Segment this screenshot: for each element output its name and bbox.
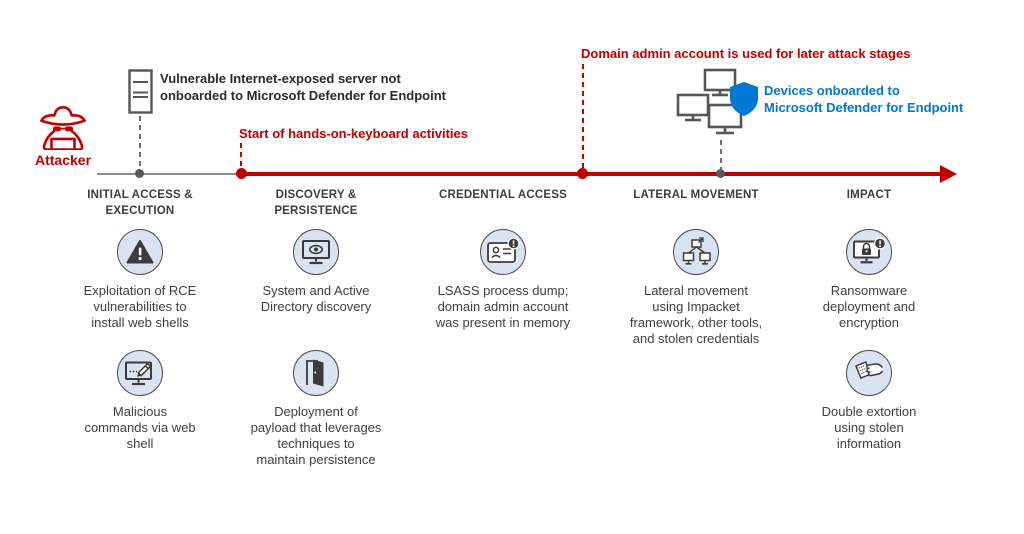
monitor-pencil-icon [117,350,163,396]
stage-item-text: Malicious commands via web shell [84,404,196,451]
stage-label: DISCOVERY & PERSISTENCE [274,189,358,217]
monitor-eye-icon [293,229,339,275]
network-devices-icon [673,229,719,275]
devices-dashed-line [720,140,722,169]
timeline-dot-discovery [236,168,247,179]
stage-impact: IMPACT Ransomware deployment and encrypt… [774,188,964,452]
stage-label: CREDENTIAL ACCESS [439,189,567,201]
stage-label: INITIAL ACCESS & EXECUTION [87,189,193,217]
server-dashed-line [139,116,141,169]
timeline-gray-segment [97,173,241,175]
timeline-arrowhead [940,165,957,183]
timeline-dot-lateral [716,169,725,178]
timeline-red-segment [241,172,941,176]
stage-item-text: Double extortion using stolen informatio… [821,404,917,451]
open-door-icon [293,350,339,396]
stage-label: IMPACT [846,189,892,201]
devices-onboarded-note: Devices onboarded to Microsoft Defender … [764,83,964,115]
stage-item-text: LSASS process dump; domain admin account… [435,283,571,330]
server-icon [128,69,153,114]
domain-admin-note: Domain admin account is used for later a… [581,46,911,61]
domain-admin-dashed-line [582,64,584,168]
hands-on-dashed-line [240,143,242,169]
timeline-dot-domain-admin [577,168,588,179]
stage-credential-access: CREDENTIAL ACCESS LSASS process dump; do… [408,188,598,331]
stage-item-text: Exploitation of RCE vulnerabilities to i… [83,283,197,330]
stage-label: LATERAL MOVEMENT [633,189,759,201]
timeline-dot-initial [135,169,144,178]
stage-discovery: DISCOVERY & PERSISTENCE System and Activ… [221,188,411,468]
server-note: Vulnerable Internet-exposed server not o… [160,71,446,103]
stage-item-text: Lateral movement using Impacket framewor… [629,283,763,346]
defender-devices-icon [676,68,758,135]
stage-item-text: Deployment of payload that leverages tec… [250,404,382,467]
hand-document-icon [846,350,892,396]
attacker-icon [40,105,86,150]
warning-triangle-icon [117,229,163,275]
stage-item-text: Ransomware deployment and encryption [822,283,916,330]
stage-lateral-movement: LATERAL MOVEMENT Lateral movement using … [601,188,791,347]
stage-item-text: System and Active Directory discovery [260,283,372,314]
hands-on-keyboard-note: Start of hands-on-keyboard activities [239,126,468,141]
stage-initial-access: INITIAL ACCESS & EXECUTION Exploitation … [45,188,235,452]
attacker-label: Attacker [34,152,92,168]
id-card-alert-icon [480,229,526,275]
monitor-lock-alert-icon [846,229,892,275]
